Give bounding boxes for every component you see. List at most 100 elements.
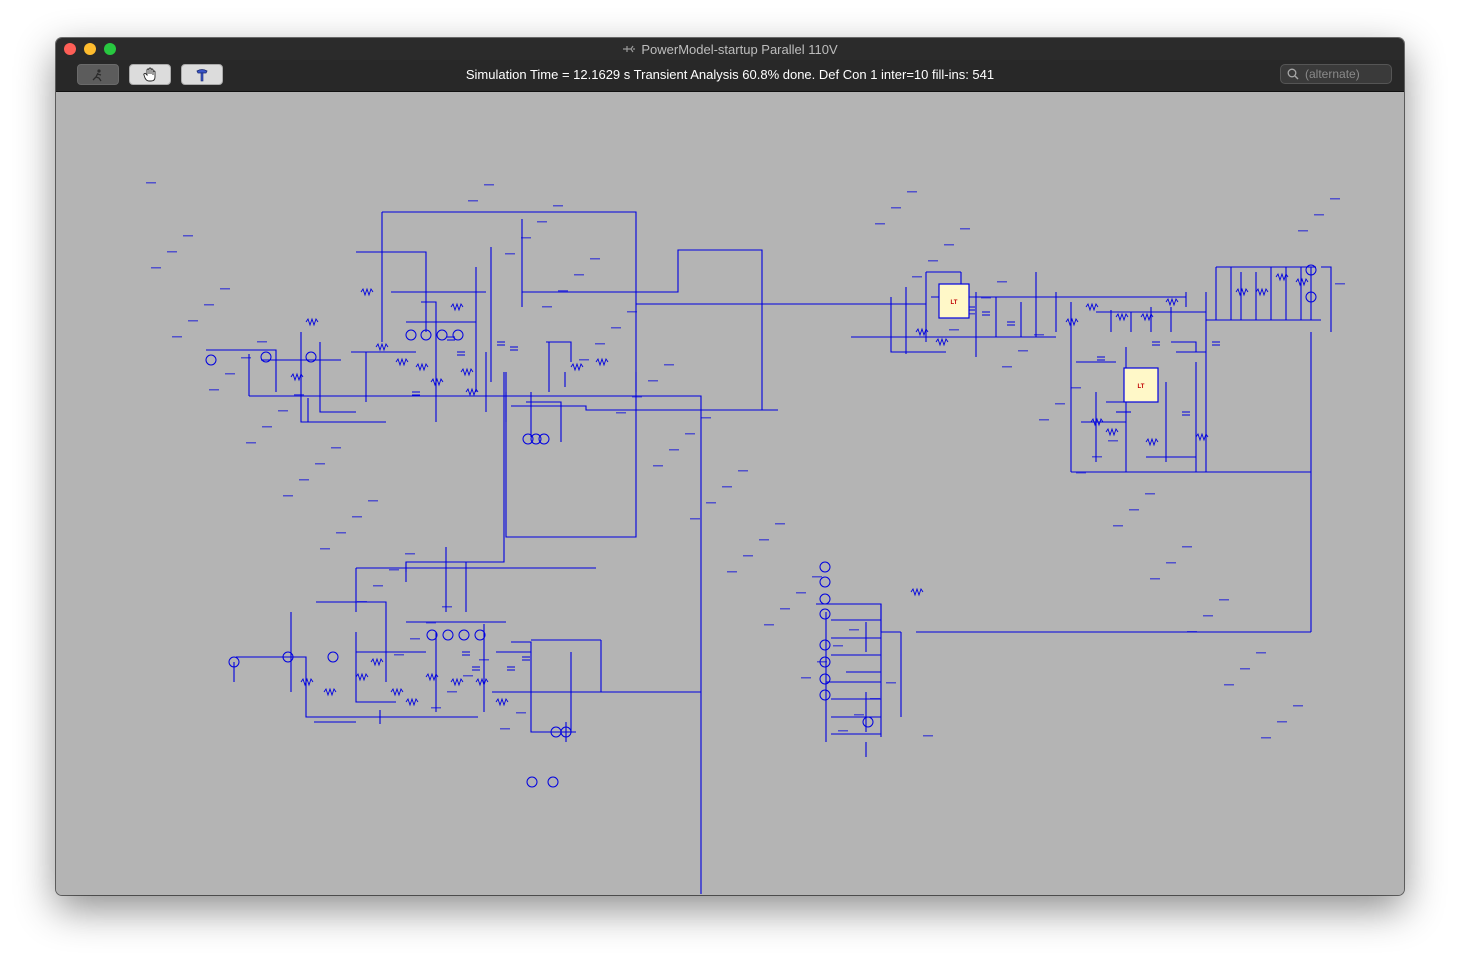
annotation-mark-10 xyxy=(516,712,526,714)
annotation-mark-102 xyxy=(320,548,330,550)
annotation-mark-92 xyxy=(1150,578,1160,580)
tube-symbol-8 xyxy=(426,629,438,641)
capacitor-symbol-11 xyxy=(1007,321,1015,326)
resistor-symbol-4 xyxy=(395,357,409,367)
annotation-mark-103 xyxy=(357,601,367,603)
search-box[interactable] xyxy=(1280,64,1392,84)
annotation-mark-71 xyxy=(373,585,383,587)
annotation-mark-80 xyxy=(706,502,716,504)
toolbar: Simulation Time = 12.1629 s Transient An… xyxy=(56,60,1404,92)
schematic-components xyxy=(146,182,1345,788)
annotation-mark-59 xyxy=(1129,509,1139,511)
zoom-button[interactable] xyxy=(104,43,116,55)
capacitor-symbol-3 xyxy=(510,346,518,351)
capacitor-symbol-0 xyxy=(447,336,455,341)
search-input[interactable] xyxy=(1303,66,1391,82)
annotation-mark-19 xyxy=(849,629,859,631)
annotation-mark-91 xyxy=(1113,525,1123,527)
annotation-mark-38 xyxy=(352,516,362,518)
annotation-mark-25 xyxy=(1071,387,1081,389)
annotation-mark-3 xyxy=(257,341,267,343)
tube-symbol-0 xyxy=(260,351,272,363)
resistor-symbol-36 xyxy=(1295,277,1309,287)
probe-hammer-icon xyxy=(196,69,208,82)
tube-symbol-16 xyxy=(560,726,572,738)
resistor-symbol-28 xyxy=(1165,297,1179,307)
annotation-mark-79 xyxy=(669,449,679,451)
capacitor-symbol-14 xyxy=(1182,411,1190,416)
annotation-mark-22 xyxy=(960,228,970,230)
tube-symbol-9 xyxy=(442,629,454,641)
annotation-mark-85 xyxy=(891,207,901,209)
schematic-wires xyxy=(206,211,1332,894)
annotation-mark-48 xyxy=(722,486,732,488)
resistor-symbol-24 xyxy=(1065,317,1079,327)
annotation-mark-12 xyxy=(590,258,600,260)
annotation-mark-98 xyxy=(172,336,182,338)
annotation-mark-37 xyxy=(315,463,325,465)
resistor-symbol-17 xyxy=(450,677,464,687)
resistor-symbol-35 xyxy=(1275,272,1289,282)
annotation-mark-27 xyxy=(1145,493,1155,495)
annotation-mark-32 xyxy=(1330,198,1340,200)
resistor-symbol-18 xyxy=(475,677,489,687)
annotation-mark-70 xyxy=(336,532,346,534)
resistor-symbol-13 xyxy=(370,657,384,667)
annotation-mark-51 xyxy=(833,645,843,647)
pan-tool-button[interactable] xyxy=(129,64,171,85)
annotation-mark-115 xyxy=(801,677,811,679)
resistor-symbol-19 xyxy=(495,697,509,707)
annotation-mark-104 xyxy=(394,654,404,656)
resistor-symbol-29 xyxy=(1090,417,1104,427)
capacitor-symbol-7 xyxy=(507,666,515,671)
title-bar: PowerModel-startup Parallel 110V xyxy=(56,38,1404,60)
annotation-mark-81 xyxy=(743,555,753,557)
tube-symbol-7 xyxy=(327,651,339,663)
annotation-mark-16 xyxy=(738,470,748,472)
resistor-symbol-6 xyxy=(430,377,444,387)
run-simulation-button[interactable] xyxy=(77,64,119,85)
annotation-mark-24 xyxy=(1034,334,1044,336)
annotation-mark-95 xyxy=(1261,737,1271,739)
tube-symbol-24 xyxy=(819,576,831,588)
annotation-mark-17 xyxy=(775,523,785,525)
tube-symbol-17 xyxy=(526,776,538,788)
annotation-mark-18 xyxy=(812,576,822,578)
resistor-symbol-9 xyxy=(465,387,479,397)
schematic-canvas[interactable]: LT LT xyxy=(56,92,1404,895)
tube-symbol-19 xyxy=(205,354,217,366)
annotation-mark-5 xyxy=(331,447,341,449)
tube-symbol-27 xyxy=(819,639,831,651)
annotation-mark-108 xyxy=(542,306,552,308)
schematic-drawing[interactable]: LT LT xyxy=(56,92,1404,895)
annotation-mark-73 xyxy=(447,691,457,693)
tube-symbol-10 xyxy=(458,629,470,641)
regulator-chip-2[interactable]: LT xyxy=(1123,367,1159,403)
tube-symbol-13 xyxy=(530,433,542,445)
capacitor-symbol-8 xyxy=(522,656,530,661)
capacitor-symbol-2 xyxy=(497,341,505,346)
annotation-mark-20 xyxy=(886,682,896,684)
annotation-mark-105 xyxy=(431,707,441,709)
annotation-mark-50 xyxy=(796,592,806,594)
close-button[interactable] xyxy=(64,43,76,55)
svg-text:LT: LT xyxy=(951,300,958,306)
schematic-document-icon xyxy=(623,45,636,53)
resistor-symbol-20 xyxy=(570,362,584,372)
annotation-mark-87 xyxy=(965,313,975,315)
resistor-symbol-30 xyxy=(1105,427,1119,437)
resistor-symbol-14 xyxy=(390,687,404,697)
app-window: PowerModel-startup Parallel 110V Simulat… xyxy=(56,38,1404,895)
tube-symbol-31 xyxy=(862,716,874,728)
annotation-mark-7 xyxy=(405,553,415,555)
regulator-chip-1[interactable]: LT xyxy=(938,283,970,319)
annotation-mark-72 xyxy=(410,638,420,640)
minimize-button[interactable] xyxy=(84,43,96,55)
resistor-symbol-37 xyxy=(910,587,924,597)
annotation-mark-45 xyxy=(611,327,621,329)
annotation-mark-84 xyxy=(854,714,864,716)
annotation-mark-43 xyxy=(537,221,547,223)
resistor-symbol-10 xyxy=(300,677,314,687)
probe-tool-button[interactable] xyxy=(181,64,223,85)
annotation-mark-113 xyxy=(727,571,737,573)
